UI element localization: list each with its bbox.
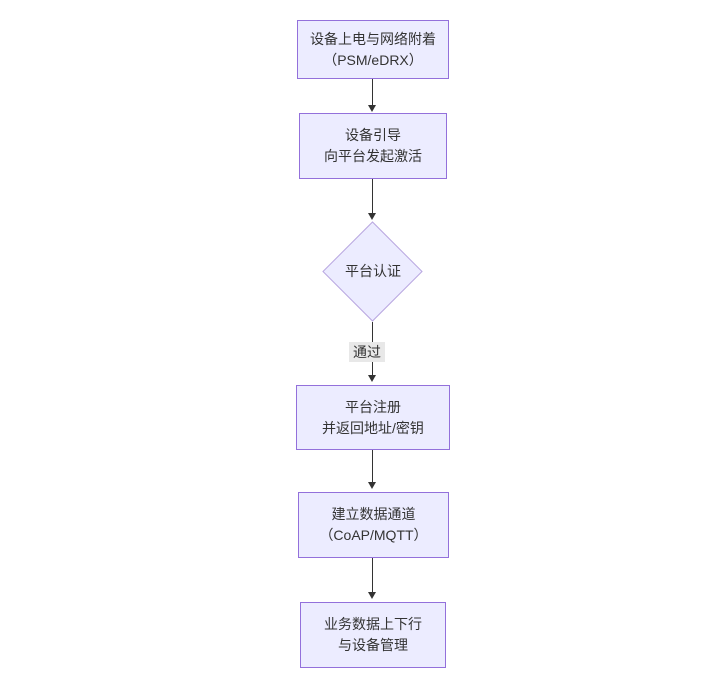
arrowhead-down-icon (368, 482, 376, 489)
node-text-line: 向平台发起激活 (324, 148, 422, 164)
node-text-line: 设备引导 (345, 127, 401, 143)
node-text-line: 业务数据上下行 (324, 616, 422, 632)
node-power-network-attach: 设备上电与网络附着 （PSM/eDRX） (297, 20, 449, 79)
decision-label: 平台认证 (345, 263, 401, 279)
node-text-line: 建立数据通道 (331, 506, 416, 522)
node-data-channel: 建立数据通道 （CoAP/MQTT） (298, 492, 449, 558)
connector-line (372, 558, 373, 592)
node-text-line: （PSM/eDRX） (323, 51, 423, 68)
connector-line (372, 179, 373, 213)
edge-label-pass: 通过 (349, 342, 385, 362)
arrowhead-down-icon (368, 105, 376, 112)
node-platform-register: 平台注册 并返回地址/密钥 (296, 385, 450, 450)
arrowhead-down-icon (368, 375, 376, 382)
node-text-line: 并返回地址/密钥 (322, 419, 424, 436)
node-text-line: 平台注册 (345, 398, 401, 415)
node-text-line: 与设备管理 (338, 637, 408, 653)
node-text-line: （CoAP/MQTT） (319, 527, 428, 543)
arrowhead-down-icon (368, 213, 376, 220)
node-text-line: 设备上电与网络附着 (310, 30, 436, 47)
connector-line (372, 450, 373, 482)
node-device-bootstrap: 设备引导 向平台发起激活 (299, 113, 447, 179)
arrowhead-down-icon (368, 592, 376, 599)
node-business-data: 业务数据上下行 与设备管理 (300, 602, 446, 668)
connector-line (372, 79, 373, 105)
